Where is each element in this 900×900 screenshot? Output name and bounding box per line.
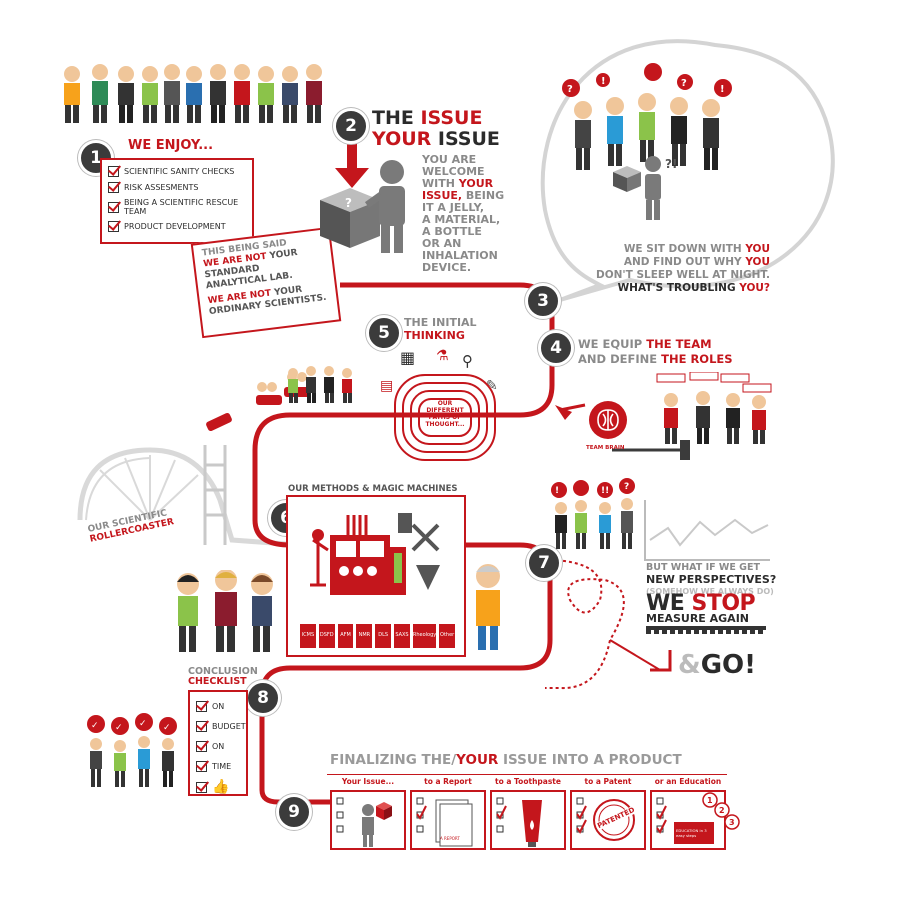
svg-text:!: ! bbox=[555, 486, 559, 496]
checkbox-checked-icon bbox=[108, 201, 119, 213]
method-item: SAXS bbox=[394, 624, 410, 648]
measure-again-text: MEASURE AGAIN bbox=[646, 612, 766, 631]
team-brain-icon bbox=[589, 401, 627, 439]
film-strip bbox=[646, 630, 766, 634]
checklist-item: ON bbox=[196, 701, 242, 712]
new-perspectives-text: BUT WHAT IF WE GET NEW PERSPECTIVES? (SO… bbox=[646, 562, 777, 596]
checkbox-checked-icon bbox=[108, 166, 119, 177]
conclusion-title: CONCLUSION CHECKLIST bbox=[188, 666, 258, 687]
checkbox-checked-icon bbox=[108, 221, 119, 232]
svg-text:✓: ✓ bbox=[139, 719, 147, 729]
checklist-item: PRODUCT DEVELOPMENT bbox=[102, 221, 252, 232]
checkbox-checked-icon bbox=[196, 721, 207, 732]
maze-text: OUR DIFFERENT PATHS OF THOUGHT... bbox=[425, 400, 465, 428]
magnifier-icon: ⚲ bbox=[462, 352, 473, 370]
svg-text:?: ? bbox=[567, 84, 573, 95]
checklist-item: ON bbox=[196, 741, 242, 752]
team-roles-group bbox=[656, 372, 772, 444]
initial-thinking-title: THE INITIAL THINKING bbox=[404, 316, 477, 342]
product-label: Your Issue... bbox=[341, 777, 395, 786]
step-3-badge: 3 bbox=[525, 283, 561, 319]
scientists-group bbox=[177, 570, 273, 652]
product-label: to a Report bbox=[424, 777, 472, 786]
product-card-issue bbox=[330, 790, 406, 850]
client-group-troubled: ? ! ? ! ?! bbox=[562, 63, 732, 220]
thumbs-up-icon: 👍 bbox=[212, 779, 230, 795]
team-thumbs-up-group: ✓ ✓ ✓ ✓ bbox=[87, 713, 177, 787]
magic-machine-icon bbox=[310, 513, 440, 595]
svg-text:?: ? bbox=[624, 482, 629, 492]
professor-icon bbox=[476, 564, 500, 650]
pencil-icon: ✎ bbox=[486, 378, 498, 394]
method-item: AFM bbox=[337, 624, 354, 648]
method-item: DLS bbox=[375, 624, 392, 648]
team-brain-label: TEAM BRAIN bbox=[586, 445, 625, 451]
checkbox-checked-icon bbox=[196, 781, 207, 793]
and-go-text: &GO! bbox=[678, 650, 756, 680]
checklist-item: BUDGET bbox=[196, 721, 246, 732]
team-alerted-group: ! !! ? bbox=[551, 478, 635, 549]
svg-text:✓: ✓ bbox=[115, 723, 123, 733]
product-card-toothpaste bbox=[490, 790, 566, 850]
method-item: ICMS bbox=[300, 624, 316, 648]
step-9-badge: 9 bbox=[276, 794, 312, 830]
conclusion-checklist: ON BUDGET ON TIME 👍 bbox=[188, 690, 248, 796]
finalizing-title: FINALIZING THE/YOUR ISSUE INTO A PRODUCT bbox=[330, 752, 682, 768]
method-item: NMR bbox=[356, 624, 373, 648]
steps-1-2-3-icon: 123 bbox=[702, 792, 740, 830]
checkbox-checked-icon bbox=[196, 761, 207, 772]
checklist-item: 👍 bbox=[196, 779, 242, 795]
product-label: or an Education bbox=[654, 777, 722, 786]
methods-row: ICMS DSFD AFM NMR DLS SAXS Rheology Othe… bbox=[300, 602, 456, 648]
troubling-text: WE SIT DOWN WITH YOU AND FIND OUT WHY YO… bbox=[596, 243, 770, 294]
we-enjoy-title: WE ENJOY... bbox=[128, 138, 214, 153]
svg-text:?: ? bbox=[345, 196, 352, 210]
method-item: Other bbox=[439, 624, 456, 648]
flask-icon: ⚗ bbox=[436, 348, 449, 364]
issue-title: THE ISSUE YOUR ISSUE bbox=[372, 107, 500, 150]
svg-text:?!: ?! bbox=[665, 157, 677, 171]
svg-text:!: ! bbox=[601, 76, 606, 87]
checkbox-checked-icon bbox=[196, 701, 207, 712]
scientists-team-icons bbox=[64, 64, 322, 123]
method-item: Rheology bbox=[412, 624, 437, 648]
svg-text:1: 1 bbox=[707, 796, 713, 805]
calculator-icon: ▦ bbox=[400, 348, 416, 367]
svg-text:3: 3 bbox=[729, 818, 735, 827]
svg-text:!: ! bbox=[720, 84, 725, 95]
checklist-item: RISK ASSESMENTS bbox=[102, 182, 252, 193]
checkbox-checked-icon bbox=[196, 741, 207, 752]
svg-text:?: ? bbox=[681, 78, 687, 89]
checkbox-checked-icon bbox=[108, 182, 119, 193]
team-small-group bbox=[288, 366, 352, 403]
method-item: DSFD bbox=[318, 624, 335, 648]
issue-description: YOU ARE WELCOME WITH YOUR ISSUE, BEING I… bbox=[422, 153, 505, 274]
equip-team-text: WE EQUIP THE TEAM AND DEFINE THE ROLES bbox=[578, 337, 733, 366]
step-2-badge: 2 bbox=[333, 108, 369, 144]
we-stop-text: WE STOP bbox=[646, 591, 756, 616]
checklist-item: BEING A SCIENTIFIC RESCUE TEAM bbox=[102, 198, 252, 216]
step-5-badge: 5 bbox=[366, 315, 402, 351]
svg-text:!!: !! bbox=[601, 486, 609, 496]
svg-text:✓: ✓ bbox=[163, 723, 171, 733]
product-label: to a Patent bbox=[584, 777, 632, 786]
checklist-item: TIME bbox=[196, 761, 242, 772]
product-card-report: A REPORT bbox=[410, 790, 486, 850]
step-8-badge: 8 bbox=[245, 680, 281, 716]
svg-text:✓: ✓ bbox=[91, 721, 99, 731]
methods-title: OUR METHODS & MAGIC MACHINES bbox=[288, 484, 458, 494]
checklist-item: SCIENTIFIC SANITY CHECKS bbox=[102, 166, 252, 177]
step-7-badge: 7 bbox=[526, 545, 562, 581]
product-label: to a Toothpaste bbox=[495, 777, 561, 786]
svg-text:2: 2 bbox=[719, 806, 725, 815]
product-card-patent: PATENTED bbox=[570, 790, 646, 850]
step-4-badge: 4 bbox=[538, 330, 574, 366]
finalizing-divider bbox=[327, 774, 727, 775]
notebook-icon: ▤ bbox=[380, 378, 394, 394]
we-enjoy-card: SCIENTIFIC SANITY CHECKS RISK ASSESMENTS… bbox=[100, 158, 254, 244]
mystery-box-person-icon: ? bbox=[320, 160, 405, 253]
